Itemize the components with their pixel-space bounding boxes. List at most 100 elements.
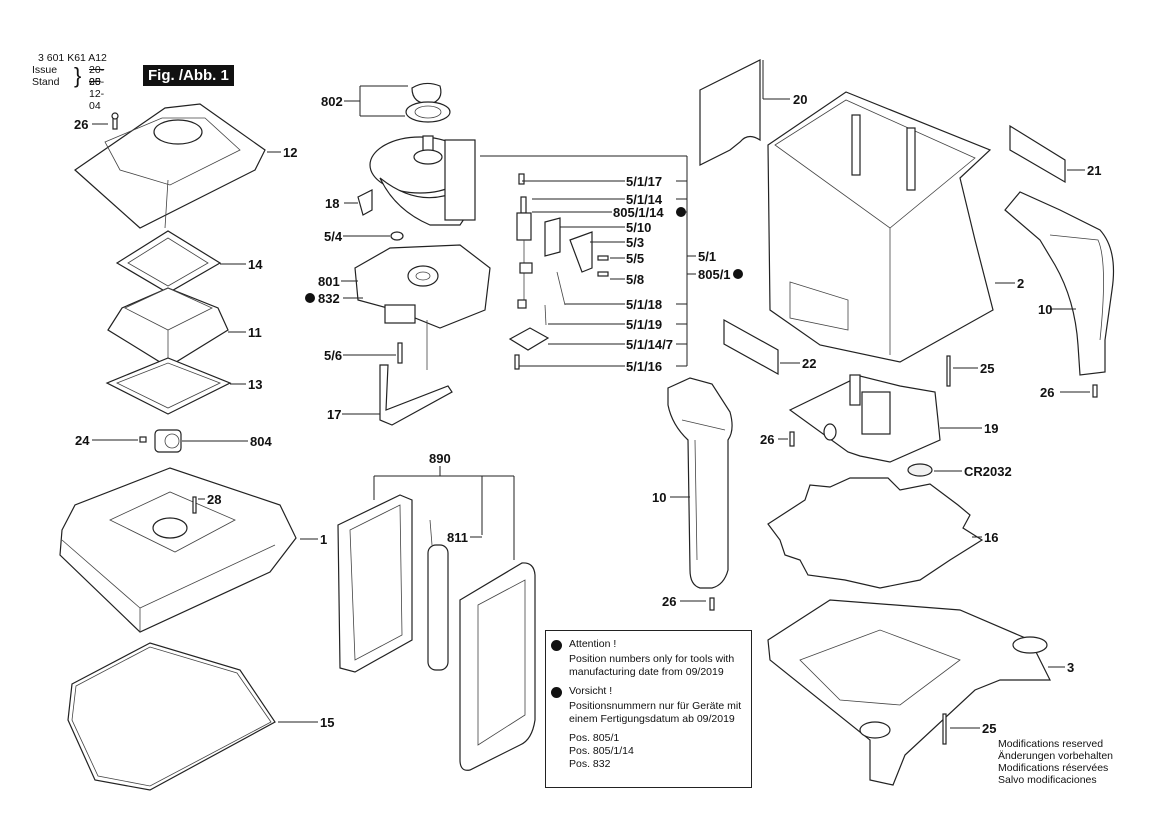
bullet-dot-attention xyxy=(551,640,562,651)
callout-28: 28 xyxy=(207,492,221,507)
part-3-base-frame xyxy=(767,599,1051,786)
part-26-screw-b xyxy=(1092,384,1098,398)
callout-26-handle: 26 xyxy=(662,594,676,609)
bullet-dot-832 xyxy=(305,293,315,303)
part-26-screw-c xyxy=(789,431,795,447)
callout-25-upper: 25 xyxy=(980,361,994,376)
callout-805-1-14: 805/1/14 xyxy=(613,205,664,220)
part-5-6-screw xyxy=(397,342,403,364)
callout-11: 11 xyxy=(248,325,262,340)
attention-line-2: manufacturing date from 09/2019 xyxy=(569,666,724,678)
callout-10-left: 10 xyxy=(652,490,666,505)
callout-5-1-14-7: 5/1/14/7 xyxy=(626,337,673,352)
callout-2: 2 xyxy=(1017,276,1024,291)
vorsicht-line-2: einem Fertigungsdatum ab 09/2019 xyxy=(569,713,735,725)
part-number: 3 601 K61 A12 xyxy=(38,52,107,64)
callout-5-1: 5/1 xyxy=(698,249,716,264)
callout-10-right: 10 xyxy=(1038,302,1052,317)
callout-22: 22 xyxy=(802,356,816,371)
callout-20: 20 xyxy=(793,92,807,107)
part-801-circuit-board xyxy=(354,244,491,370)
modifications-line: Änderungen vorbehalten xyxy=(998,750,1114,762)
stand-label: Stand xyxy=(32,76,60,88)
callout-26-right: 26 xyxy=(1040,385,1054,400)
callout-cr2032: CR2032 xyxy=(964,464,1012,479)
callout-5-4: 5/4 xyxy=(324,229,343,244)
bullet-dot-805-1-14 xyxy=(676,207,686,217)
callout-15: 15 xyxy=(320,715,334,730)
callout-13: 13 xyxy=(248,377,262,392)
callout-5-6: 5/6 xyxy=(324,348,342,363)
attention-title: Attention ! xyxy=(569,638,617,650)
part-1-base-housing xyxy=(59,467,297,633)
part-11-prism-window xyxy=(107,287,229,368)
callout-5-10: 5/10 xyxy=(626,220,651,235)
callout-5-1-18: 5/1/18 xyxy=(626,297,662,312)
callout-24: 24 xyxy=(75,433,90,448)
part-28-screw xyxy=(192,496,197,514)
callout-802: 802 xyxy=(321,94,343,109)
part-2-housing xyxy=(767,91,994,363)
callout-18: 18 xyxy=(325,196,339,211)
issue-date: 20-12-04 xyxy=(89,76,105,112)
callout-804: 804 xyxy=(250,434,272,449)
part-890-battery-bracket xyxy=(373,466,515,560)
callout-3: 3 xyxy=(1067,660,1074,675)
callout-5-3: 5/3 xyxy=(626,235,644,250)
part-19-board xyxy=(788,374,941,463)
brace-glyph: } xyxy=(74,63,82,88)
modifications-line: Modifications réservées xyxy=(998,762,1109,774)
vorsicht-title: Vorsicht ! xyxy=(569,685,613,697)
issue-label: Issue xyxy=(32,64,58,76)
callout-5-1-16: 5/1/16 xyxy=(626,359,662,374)
modifications-notice: Modifications reserved Änderungen vorbeh… xyxy=(998,738,1113,786)
part-15-base-gasket xyxy=(67,642,276,791)
callout-5-1-14: 5/1/14 xyxy=(626,192,663,207)
battery-cover xyxy=(459,562,536,771)
callout-801: 801 xyxy=(318,274,340,289)
callout-5-8: 5/8 xyxy=(626,272,644,287)
vorsicht-line-1: Positionsnummern nur für Geräte mit xyxy=(569,700,742,712)
callout-832: 832 xyxy=(318,291,340,306)
part-13-gasket xyxy=(105,357,232,415)
leader-lines xyxy=(92,60,1090,729)
position-item: Pos. 832 xyxy=(569,758,611,770)
callout-5-5: 5/5 xyxy=(626,251,644,266)
callout-811: 811 xyxy=(447,530,468,545)
callout-19: 19 xyxy=(984,421,998,436)
bullet-dot-805-1 xyxy=(733,269,743,279)
part-802-seals xyxy=(405,82,451,123)
callout-17: 17 xyxy=(327,407,341,422)
part-cr2032-battery xyxy=(907,463,933,477)
part-16-gasket xyxy=(767,477,984,589)
bullet-dot-vorsicht xyxy=(551,687,562,698)
part-811-battery-cell xyxy=(427,519,449,671)
callout-5-1-17: 5/1/17 xyxy=(626,174,662,189)
part-10-handle-right xyxy=(1004,191,1115,376)
part-10-handle-left xyxy=(667,377,733,589)
callout-25-lower: 25 xyxy=(982,721,996,736)
part-26-screw-d xyxy=(709,597,715,611)
part-14-frame xyxy=(115,230,222,294)
part-804-sensor xyxy=(154,429,182,453)
part-21-label xyxy=(1009,124,1066,184)
part-25-screw-a xyxy=(946,355,951,387)
battery-housing xyxy=(337,494,413,673)
callout-16: 16 xyxy=(984,530,998,545)
part-18-cable xyxy=(357,189,373,216)
callout-1: 1 xyxy=(320,532,327,547)
part-22-label xyxy=(723,318,779,376)
part-12-top-cover xyxy=(74,103,266,229)
note-box: Attention ! Position numbers only for to… xyxy=(545,630,752,788)
part-24-pin xyxy=(139,436,147,443)
part-5-4-washer xyxy=(390,231,404,241)
callout-26-board: 26 xyxy=(760,432,774,447)
callout-805-1: 805/1 xyxy=(698,267,731,282)
callout-12: 12 xyxy=(283,145,297,160)
part-20-label xyxy=(699,59,761,166)
issue-old-date: 20-05 xyxy=(89,64,105,88)
callout-21: 21 xyxy=(1087,163,1101,178)
position-item: Pos. 805/1/14 xyxy=(569,745,634,757)
callout-890: 890 xyxy=(429,451,451,466)
